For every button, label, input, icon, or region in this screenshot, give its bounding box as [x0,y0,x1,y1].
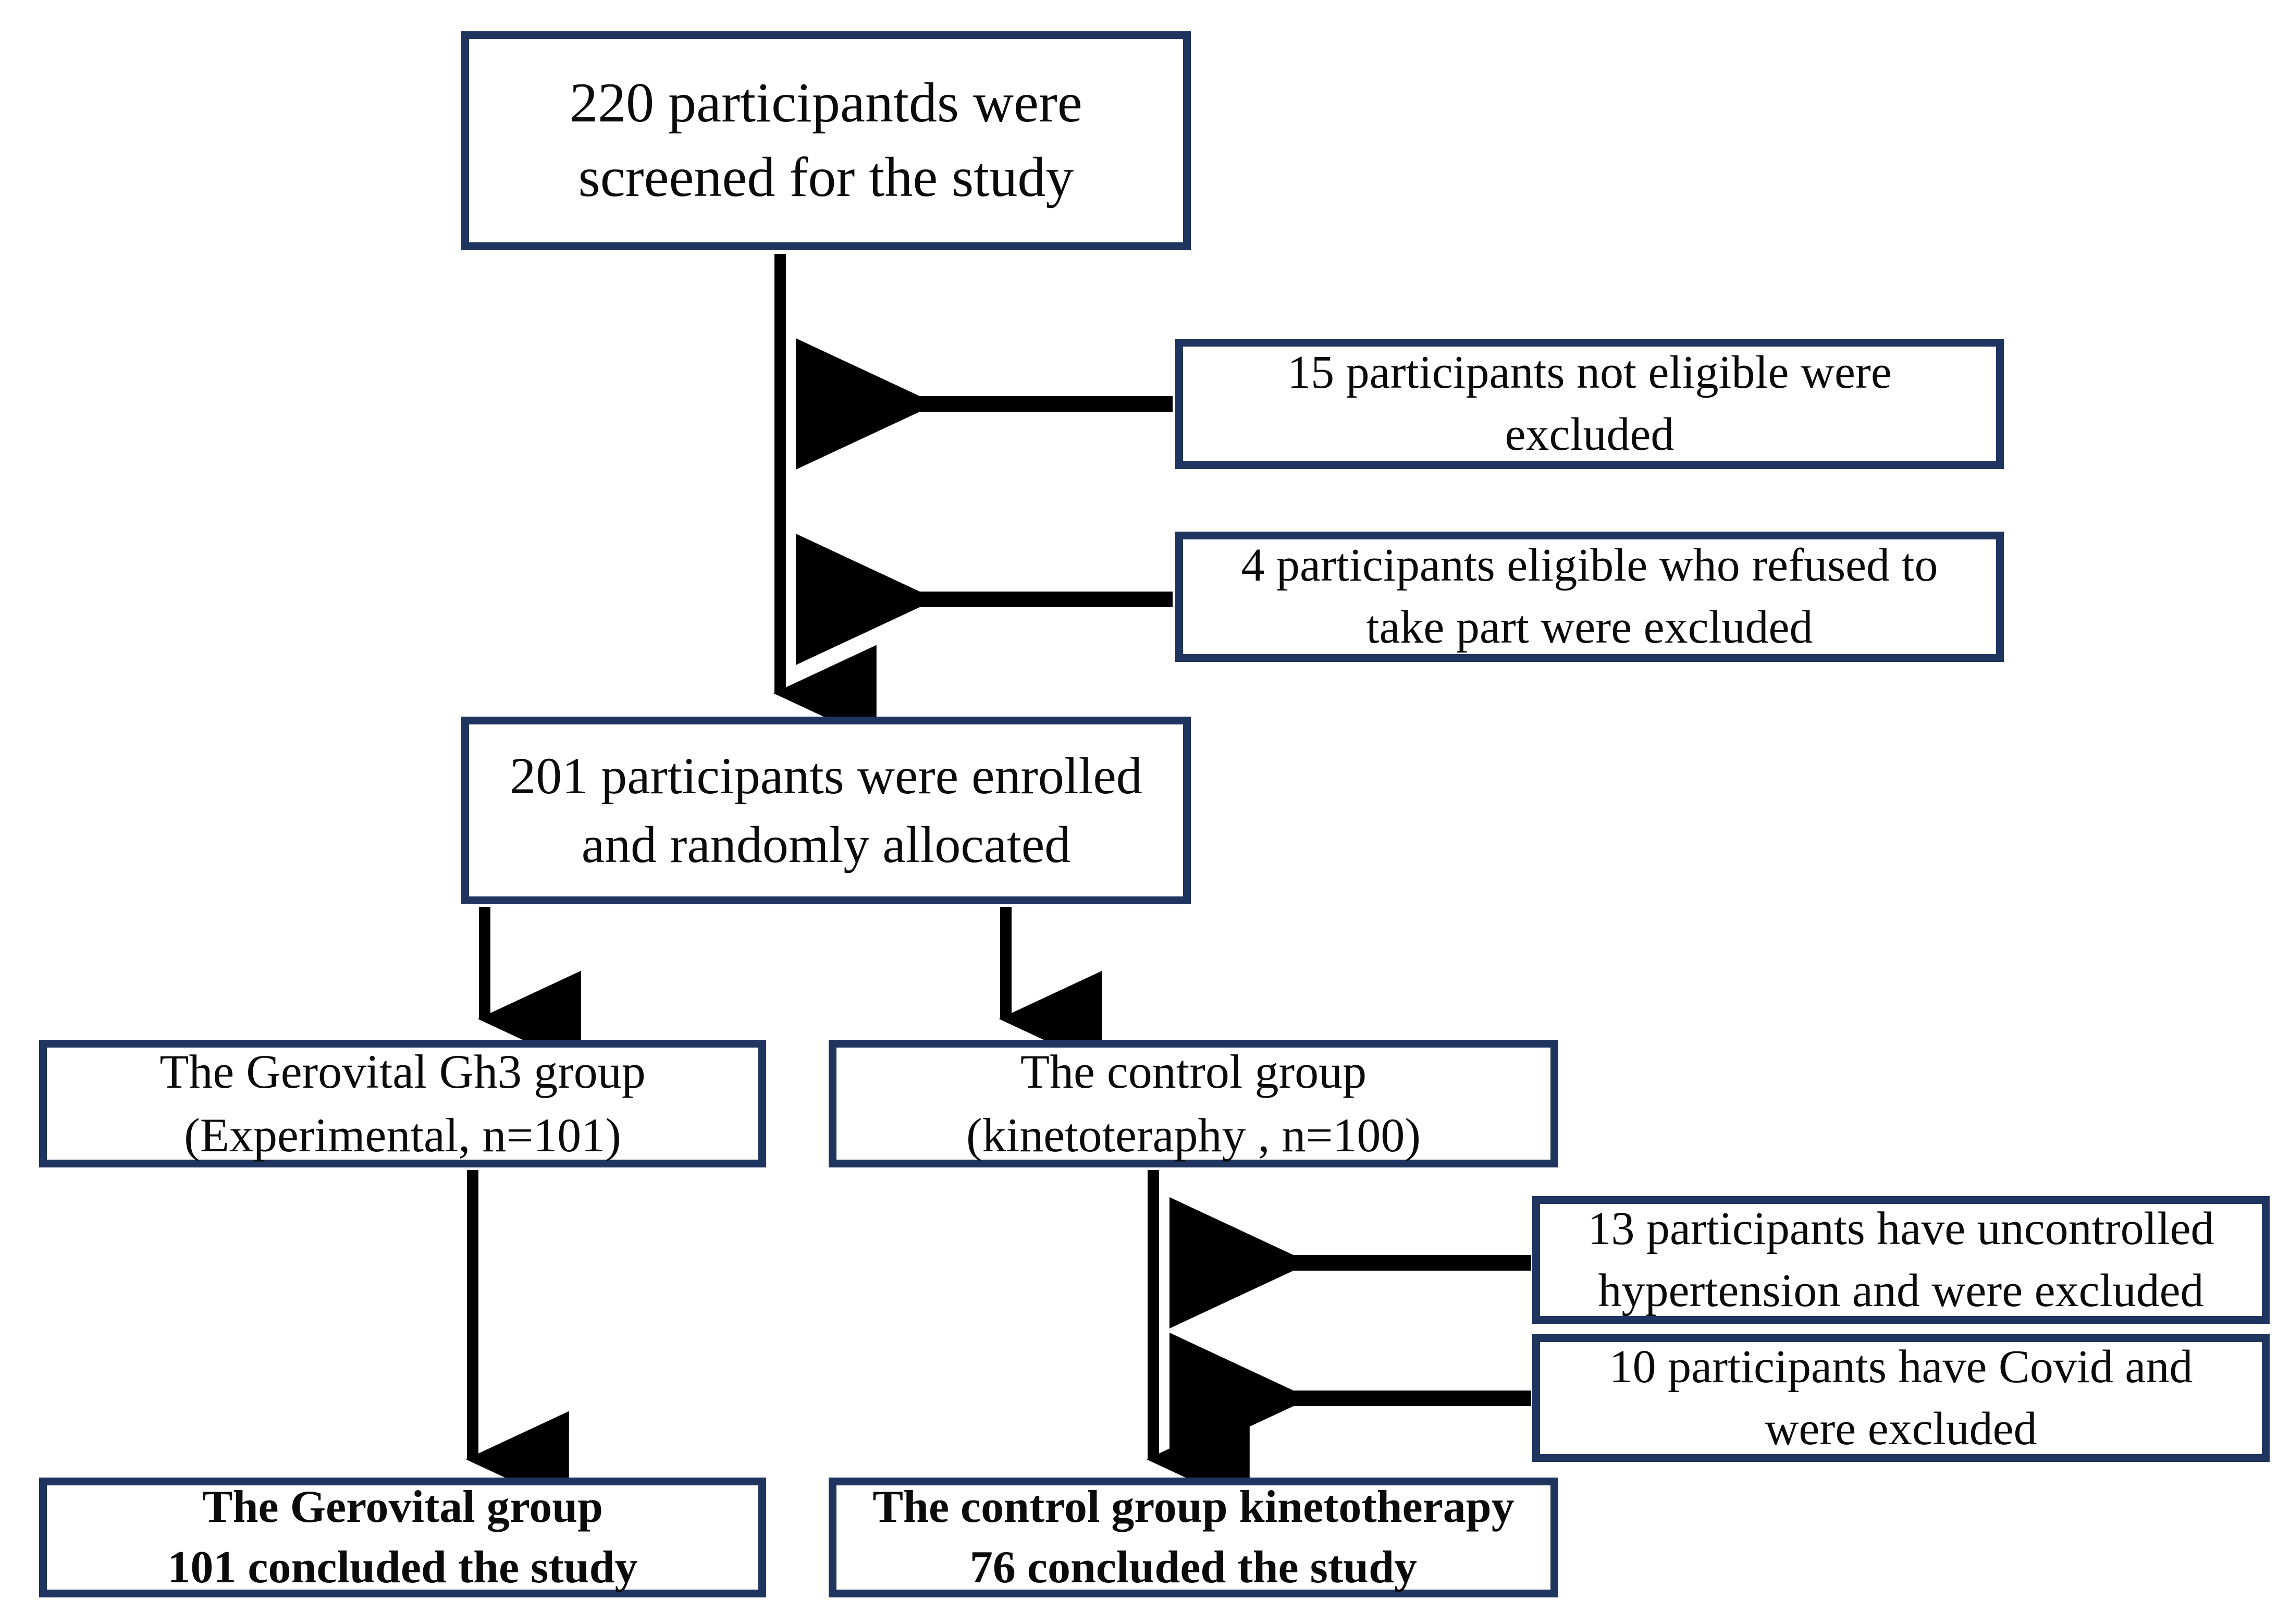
node-excluded-hypertension: 13 participants have uncontrolled hypert… [1532,1196,2270,1324]
node-enrolled: 201 participants were enrolled and rando… [461,717,1191,904]
node-group-control-text: The control group (kinetoteraphy , n=100… [966,1045,1421,1162]
node-final-experimental: The Gerovital group 101 concluded the st… [39,1478,766,1597]
node-excluded-not-eligible: 15 participants not eligible were exclud… [1175,339,2004,469]
node-enrolled-text: 201 participants were enrolled and rando… [510,747,1142,873]
node-group-experimental: The Gerovital Gh3 group (Experimental, n… [39,1040,766,1167]
node-excluded-hypertension-text: 13 participants have uncontrolled hypert… [1587,1202,2214,1317]
node-excluded-covid-text: 10 participants have Covid and were excl… [1609,1340,2193,1455]
node-final-experimental-text: The Gerovital group 101 concluded the st… [167,1481,638,1593]
node-group-control: The control group (kinetoteraphy , n=100… [829,1040,1558,1167]
node-excluded-covid: 10 participants have Covid and were excl… [1532,1334,2270,1462]
node-excluded-not-eligible-text: 15 participants not eligible were exclud… [1287,347,1892,460]
node-excluded-refused-text: 4 participants eligible who refused to t… [1241,539,1938,653]
node-screened: 220 participantds were screened for the … [461,31,1191,250]
node-screened-text: 220 participantds were screened for the … [570,72,1082,208]
node-final-control-text: The control group kinetotherapy 76 concl… [872,1481,1514,1593]
node-excluded-refused: 4 participants eligible who refused to t… [1175,532,2004,662]
node-group-experimental-text: The Gerovital Gh3 group (Experimental, n… [159,1045,646,1162]
node-final-control: The control group kinetotherapy 76 concl… [829,1478,1558,1597]
